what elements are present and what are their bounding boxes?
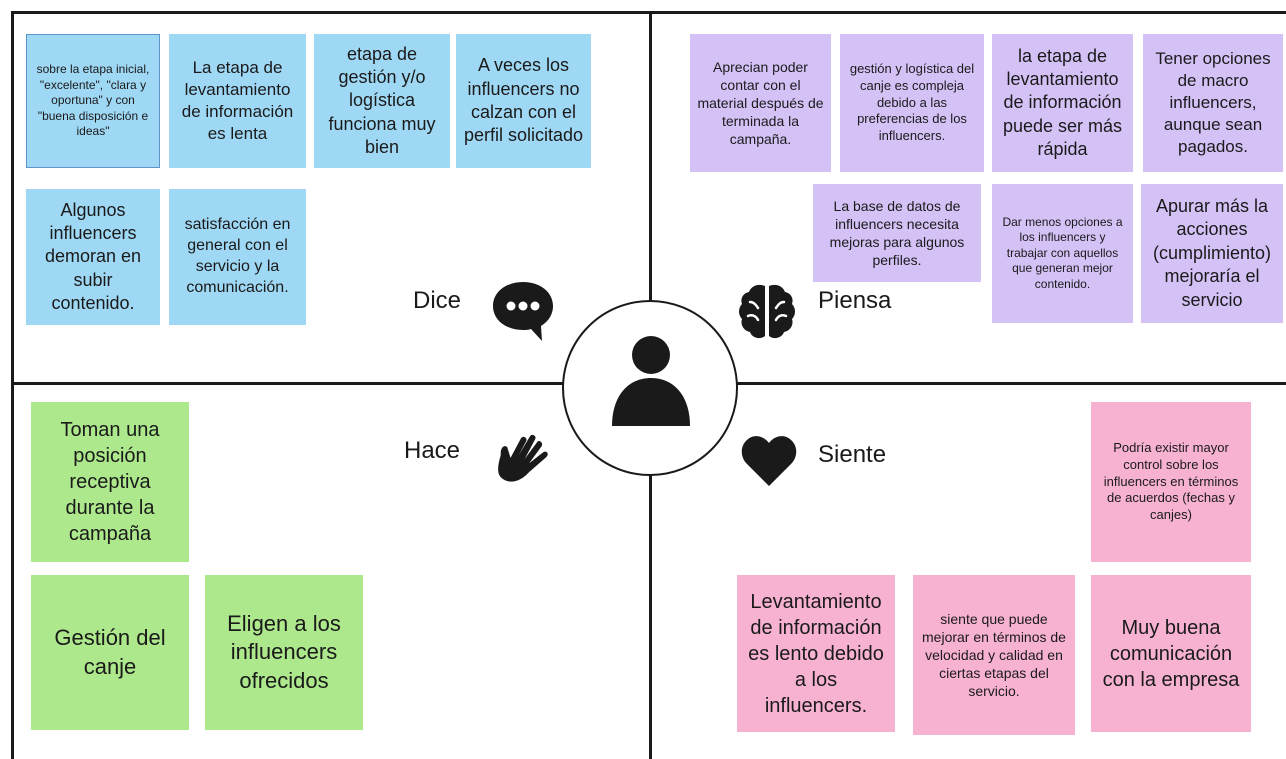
sticky-note-piensa[interactable]: Tener opciones de macro influencers, aun… — [1143, 34, 1283, 172]
quadrant-label-piensa: Piensa — [818, 287, 892, 314]
heart-icon — [741, 436, 797, 486]
sticky-note-siente[interactable]: Podría existir mayor control sobre los i… — [1091, 402, 1251, 562]
sticky-note-dice[interactable]: La etapa de levantamiento de información… — [169, 34, 306, 168]
brain-icon — [739, 284, 795, 339]
sticky-note-siente[interactable]: Muy buena comunicación con la empresa — [1091, 575, 1251, 732]
top-border — [11, 11, 1286, 14]
sticky-note-piensa[interactable]: la etapa de levantamiento de información… — [992, 34, 1133, 172]
sticky-note-piensa[interactable]: Apurar más la acciones (cumplimiento) me… — [1141, 184, 1283, 323]
sticky-note-piensa[interactable]: Aprecian poder contar con el material de… — [690, 34, 831, 172]
sticky-note-dice[interactable]: Algunos influencers demoran en subir con… — [26, 189, 160, 325]
left-border — [11, 11, 14, 759]
quadrant-label-hace: Hace — [404, 437, 461, 464]
sticky-note-piensa[interactable]: La base de datos de influencers necesita… — [813, 184, 981, 282]
sticky-note-dice[interactable]: A veces los influencers no calzan con el… — [456, 34, 591, 168]
hand-icon — [498, 434, 548, 482]
sticky-note-siente[interactable]: siente que puede mejorar en términos de … — [913, 575, 1075, 735]
sticky-note-dice[interactable]: satisfacción en general con el servicio … — [169, 189, 306, 325]
sticky-note-hace[interactable]: Gestión del canje — [31, 575, 189, 730]
user-icon — [612, 336, 690, 426]
sticky-note-dice[interactable]: etapa de gestión y/o logística funciona … — [314, 34, 450, 168]
speech-bubble-icon — [493, 282, 553, 341]
sticky-note-piensa[interactable]: gestión y logística del canje es complej… — [840, 34, 984, 172]
sticky-note-hace[interactable]: Toman una posición receptiva durante la … — [31, 402, 189, 562]
sticky-note-dice[interactable]: sobre la etapa inicial, "excelente", "cl… — [26, 34, 160, 168]
sticky-note-siente[interactable]: Levantamiento de información es lento de… — [737, 575, 895, 732]
sticky-note-hace[interactable]: Eligen a los influencers ofrecidos — [205, 575, 363, 730]
sticky-note-piensa[interactable]: Dar menos opciones a los influencers y t… — [992, 184, 1133, 323]
quadrant-label-siente: Siente — [818, 441, 887, 468]
quadrant-label-dice: Dice — [413, 287, 462, 314]
